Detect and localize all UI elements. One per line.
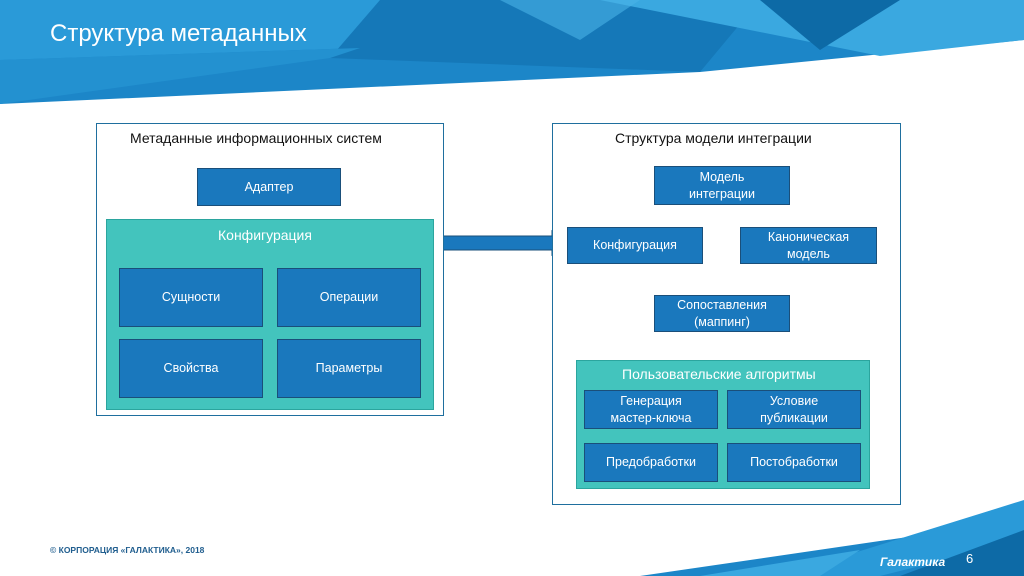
master-key-line1: Генерация	[620, 393, 682, 408]
user-algorithms-title: Пользовательские алгоритмы	[622, 366, 816, 382]
master-key-box: Генерация мастер-ключа	[584, 390, 718, 429]
parameters-label: Параметры	[315, 361, 383, 375]
canonical-model-box: Каноническая модель	[740, 227, 877, 264]
header-banner	[0, 0, 1024, 104]
operations-box: Операции	[277, 268, 421, 327]
integration-model-line2: интеграции	[688, 186, 755, 201]
right-config-label: Конфигурация	[593, 238, 677, 252]
entities-box: Сущности	[119, 268, 263, 327]
canonical-model-line1: Каноническая	[767, 229, 850, 244]
mapping-line2: (маппинг)	[694, 314, 750, 329]
postprocessing-label: Постобработки	[750, 455, 838, 469]
adapter-box: Адаптер	[197, 168, 341, 206]
integration-model-line1: Модель	[699, 169, 745, 184]
preprocessing-box: Предобработки	[584, 443, 718, 482]
properties-box: Свойства	[119, 339, 263, 398]
master-key-line2: мастер-ключа	[610, 410, 692, 425]
operations-label: Операции	[319, 290, 379, 304]
publish-condition-box: Условие публикации	[727, 390, 861, 429]
publish-condition-line2: публикации	[760, 410, 828, 425]
properties-label: Свойства	[163, 361, 219, 375]
right-panel-title: Структура модели интеграции	[615, 130, 812, 146]
page-title: Структура метаданных	[50, 20, 307, 47]
integration-model-box: Модель интеграции	[654, 166, 790, 205]
mapping-line1: Сопоставления	[677, 297, 767, 312]
right-config-box: Конфигурация	[567, 227, 703, 264]
page-number: 6	[966, 551, 974, 566]
entities-label: Сущности	[161, 290, 221, 304]
footer-banner	[640, 500, 1024, 576]
flow-arrow	[432, 229, 567, 257]
canonical-model-line2: модель	[787, 246, 830, 261]
company-logo: Галактика	[880, 555, 946, 569]
left-panel-title: Метаданные информационных систем	[130, 130, 382, 146]
publish-condition-line1: Условие	[769, 393, 819, 408]
mapping-box: Сопоставления (маппинг)	[654, 295, 790, 332]
parameters-box: Параметры	[277, 339, 421, 398]
adapter-label: Адаптер	[244, 179, 294, 194]
left-config-title: Конфигурация	[218, 227, 312, 243]
preprocessing-label: Предобработки	[606, 455, 696, 469]
copyright-text: © КОРПОРАЦИЯ «ГАЛАКТИКА», 2018	[50, 545, 205, 555]
postprocessing-box: Постобработки	[727, 443, 861, 482]
